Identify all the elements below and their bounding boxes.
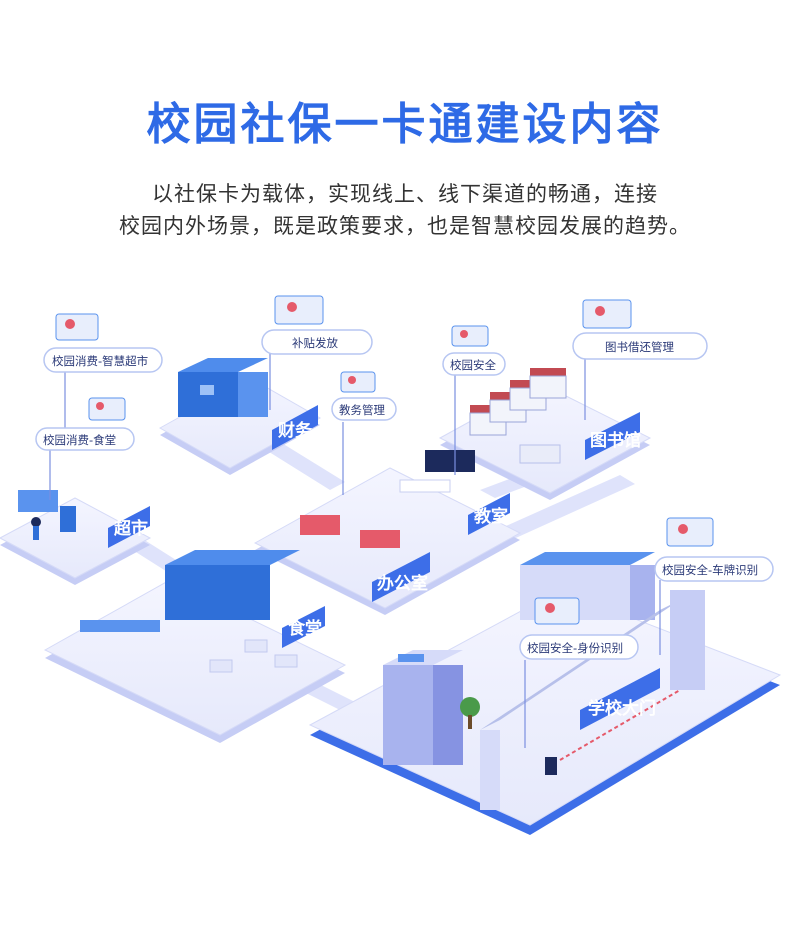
platform-library [438, 368, 652, 500]
tag-canteen-pay: 校园消费-食堂 [35, 427, 135, 451]
area-gate-text: 学校大门 [588, 698, 656, 719]
tag-library-mgmt-text: 图书借还管理 [605, 340, 674, 354]
card-icon [666, 517, 714, 547]
card-icon [88, 397, 126, 421]
area-label-supermarket: 超市 [108, 506, 150, 548]
tag-safety: 校园安全 [442, 352, 506, 376]
tag-smart-market-text: 校园消费-智慧超市 [52, 354, 148, 368]
tag-academic-text: 教务管理 [339, 403, 385, 417]
tag-id-check: 校园安全-身份识别 [519, 634, 639, 660]
platform-office-classroom [253, 450, 522, 615]
subtitle-line-2: 校园内外场景，既是政策要求，也是智慧校园发展的趋势。 [119, 214, 691, 238]
area-finance-text: 财务 [277, 420, 313, 441]
card-icon [55, 313, 99, 341]
tag-id-check-text: 校园安全-身份识别 [527, 641, 623, 655]
card-icon [582, 299, 632, 329]
tag-canteen-pay-text: 校园消费-食堂 [43, 433, 116, 447]
card-icon [274, 295, 324, 325]
area-label-gate: 学校大门 [580, 668, 660, 730]
platform-gate [308, 552, 782, 835]
campus-scene: 财务 超市 图书馆 教室 办公室 食堂 学校大门 [0, 295, 782, 835]
area-label-classroom: 教室 [468, 493, 510, 535]
platform-finance [158, 358, 322, 475]
tag-academic: 教务管理 [331, 397, 397, 421]
tag-safety-text: 校园安全 [450, 358, 496, 372]
tag-plate-text: 校园安全-车牌识别 [662, 563, 758, 577]
subtitle-line-1: 以社保卡为载体，实现线上、线下渠道的畅通，连接 [152, 182, 658, 206]
tag-subsidy: 补贴发放 [261, 329, 373, 355]
area-label-finance: 财务 [272, 405, 318, 450]
area-label-office: 办公室 [372, 552, 430, 602]
tag-smart-market: 校园消费-智慧超市 [43, 347, 163, 373]
card-icons [55, 295, 714, 625]
area-supermarket-text: 超市 [114, 518, 148, 539]
card-icon [451, 325, 489, 347]
area-canteen-text: 食堂 [288, 618, 322, 639]
page-title: 校园社保一卡通建设内容 [146, 99, 664, 150]
area-label-canteen: 食堂 [282, 606, 325, 648]
area-office-text: 办公室 [377, 573, 428, 594]
platform-supermarket [0, 490, 152, 585]
card-icon [534, 597, 580, 625]
card-icon [340, 371, 376, 393]
platform-canteen [43, 550, 347, 743]
area-library-text: 图书馆 [590, 430, 641, 451]
area-classroom-text: 教室 [473, 506, 508, 527]
area-label-library: 图书馆 [585, 412, 641, 460]
tag-subsidy-text: 补贴发放 [292, 336, 338, 350]
tag-library-mgmt: 图书借还管理 [572, 332, 708, 360]
tag-plate: 校园安全-车牌识别 [654, 556, 774, 582]
